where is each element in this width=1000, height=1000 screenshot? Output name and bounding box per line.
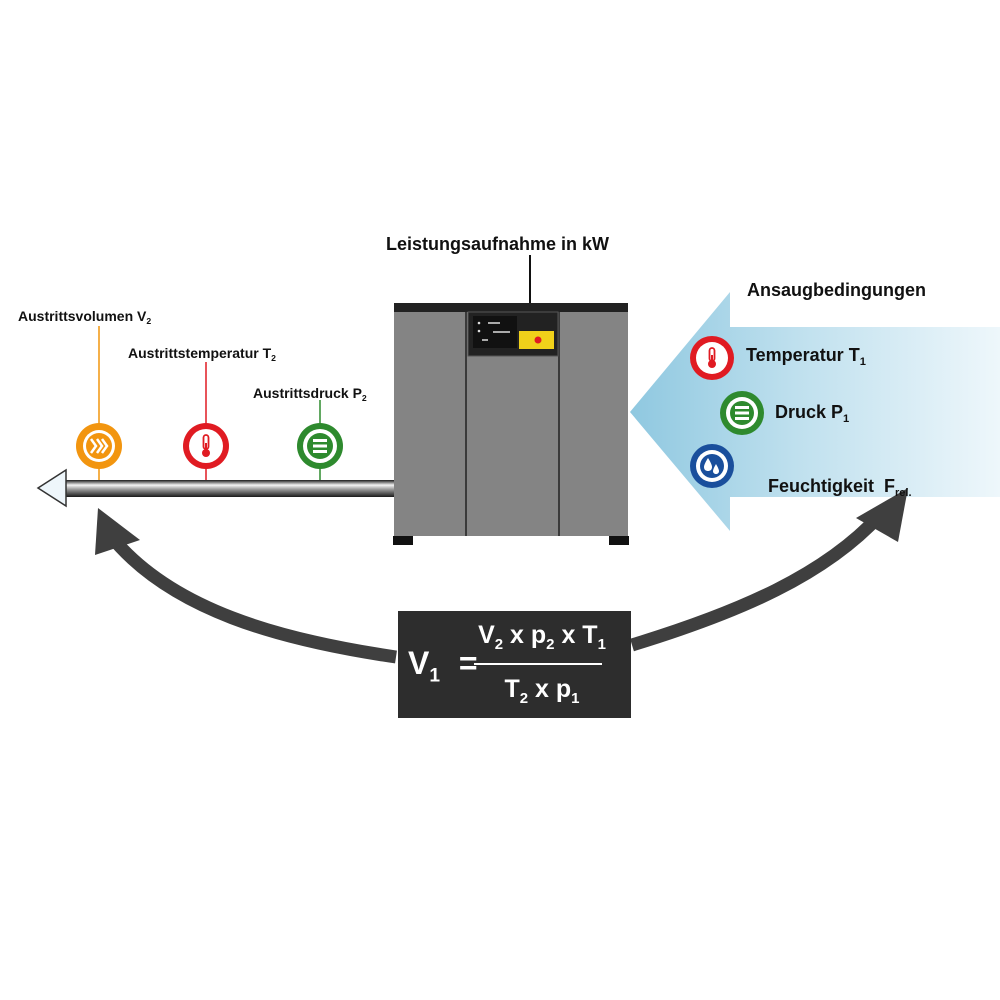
power-label-text: Leistungsaufnahme in kW bbox=[386, 234, 610, 254]
thermometer-icon bbox=[183, 423, 229, 469]
formula-den-a-sub: 2 bbox=[519, 690, 529, 707]
formula-num-a-sub: 2 bbox=[494, 636, 504, 653]
curved-arrow-right-head bbox=[856, 488, 908, 542]
formula-lhs-sub: 1 bbox=[429, 665, 441, 687]
intake-thermometer-icon bbox=[690, 336, 734, 380]
outlet-pipe-arrowhead bbox=[36, 468, 67, 508]
curved-arrow-left-head bbox=[95, 508, 140, 555]
formula-lhs: V1 = bbox=[408, 645, 478, 688]
outlet-temperature-sub: 2 bbox=[271, 353, 276, 364]
formula-equals: = bbox=[458, 645, 478, 681]
formula-lhs-var: V bbox=[408, 645, 430, 681]
intake-temperature-label: Temperatur T1 bbox=[746, 345, 866, 368]
formula-box: V1 = V2 x p2 x T1 T2 x p1 bbox=[398, 611, 631, 718]
formula-num-c-sub: 1 bbox=[597, 636, 606, 653]
formula-fraction-bar bbox=[474, 663, 602, 665]
outlet-pressure-sub: 2 bbox=[361, 393, 367, 404]
intake-humidity-label: Feuchtigkeit Frel. bbox=[758, 455, 912, 499]
curved-arrow-left bbox=[104, 530, 397, 664]
curved-arrow-right bbox=[630, 510, 885, 652]
outlet-pressure-label: Austrittsdruck P2 bbox=[253, 385, 367, 403]
outlet-volume-sub: 2 bbox=[146, 316, 152, 327]
outlet-pipe bbox=[58, 480, 395, 497]
intake-title-text: Ansaugbedingungen bbox=[747, 280, 926, 300]
status-led bbox=[534, 336, 542, 344]
intake-pressure-text: Druck P bbox=[775, 402, 844, 422]
intake-title: Ansaugbedingungen bbox=[747, 280, 926, 301]
flow-icon bbox=[76, 423, 122, 469]
intake-humidity-text: Feuchtigkeit F bbox=[768, 476, 896, 496]
intake-pressure-label: Druck P1 bbox=[775, 402, 849, 425]
outlet-temperature-label: Austrittstemperatur T2 bbox=[128, 345, 276, 363]
intake-pressure-sub: 1 bbox=[843, 412, 850, 425]
water-drops-icon bbox=[690, 444, 734, 488]
formula-numerator: V2 x p2 x T1 bbox=[458, 621, 626, 653]
formula-den-x1: x p bbox=[528, 675, 572, 703]
formula-denominator: T2 x p1 bbox=[458, 675, 626, 707]
intake-temperature-sub: 1 bbox=[859, 355, 866, 368]
formula-den-a: T bbox=[504, 675, 520, 703]
formula-num-x2: x T bbox=[554, 621, 598, 649]
formula-num-a: V bbox=[478, 621, 495, 649]
outlet-pressure-text: Austrittsdruck P bbox=[253, 385, 362, 401]
intake-temperature-text: Temperatur T bbox=[746, 345, 860, 365]
outlet-volume-label: Austrittsvolumen V2 bbox=[18, 308, 151, 326]
power-label: Leistungsaufnahme in kW bbox=[386, 234, 609, 255]
outlet-temperature-text: Austrittstemperatur T bbox=[128, 345, 272, 361]
intake-humidity-sub: rel. bbox=[895, 486, 912, 499]
pressure-icon bbox=[297, 423, 343, 469]
formula-num-b-sub: 2 bbox=[546, 636, 555, 653]
outlet-volume-text: Austrittsvolumen V bbox=[18, 308, 147, 324]
formula-den-b-sub: 1 bbox=[571, 690, 580, 707]
control-panel bbox=[467, 311, 559, 357]
formula-num-x1: x p bbox=[503, 621, 547, 649]
intake-pressure-icon bbox=[720, 391, 764, 435]
